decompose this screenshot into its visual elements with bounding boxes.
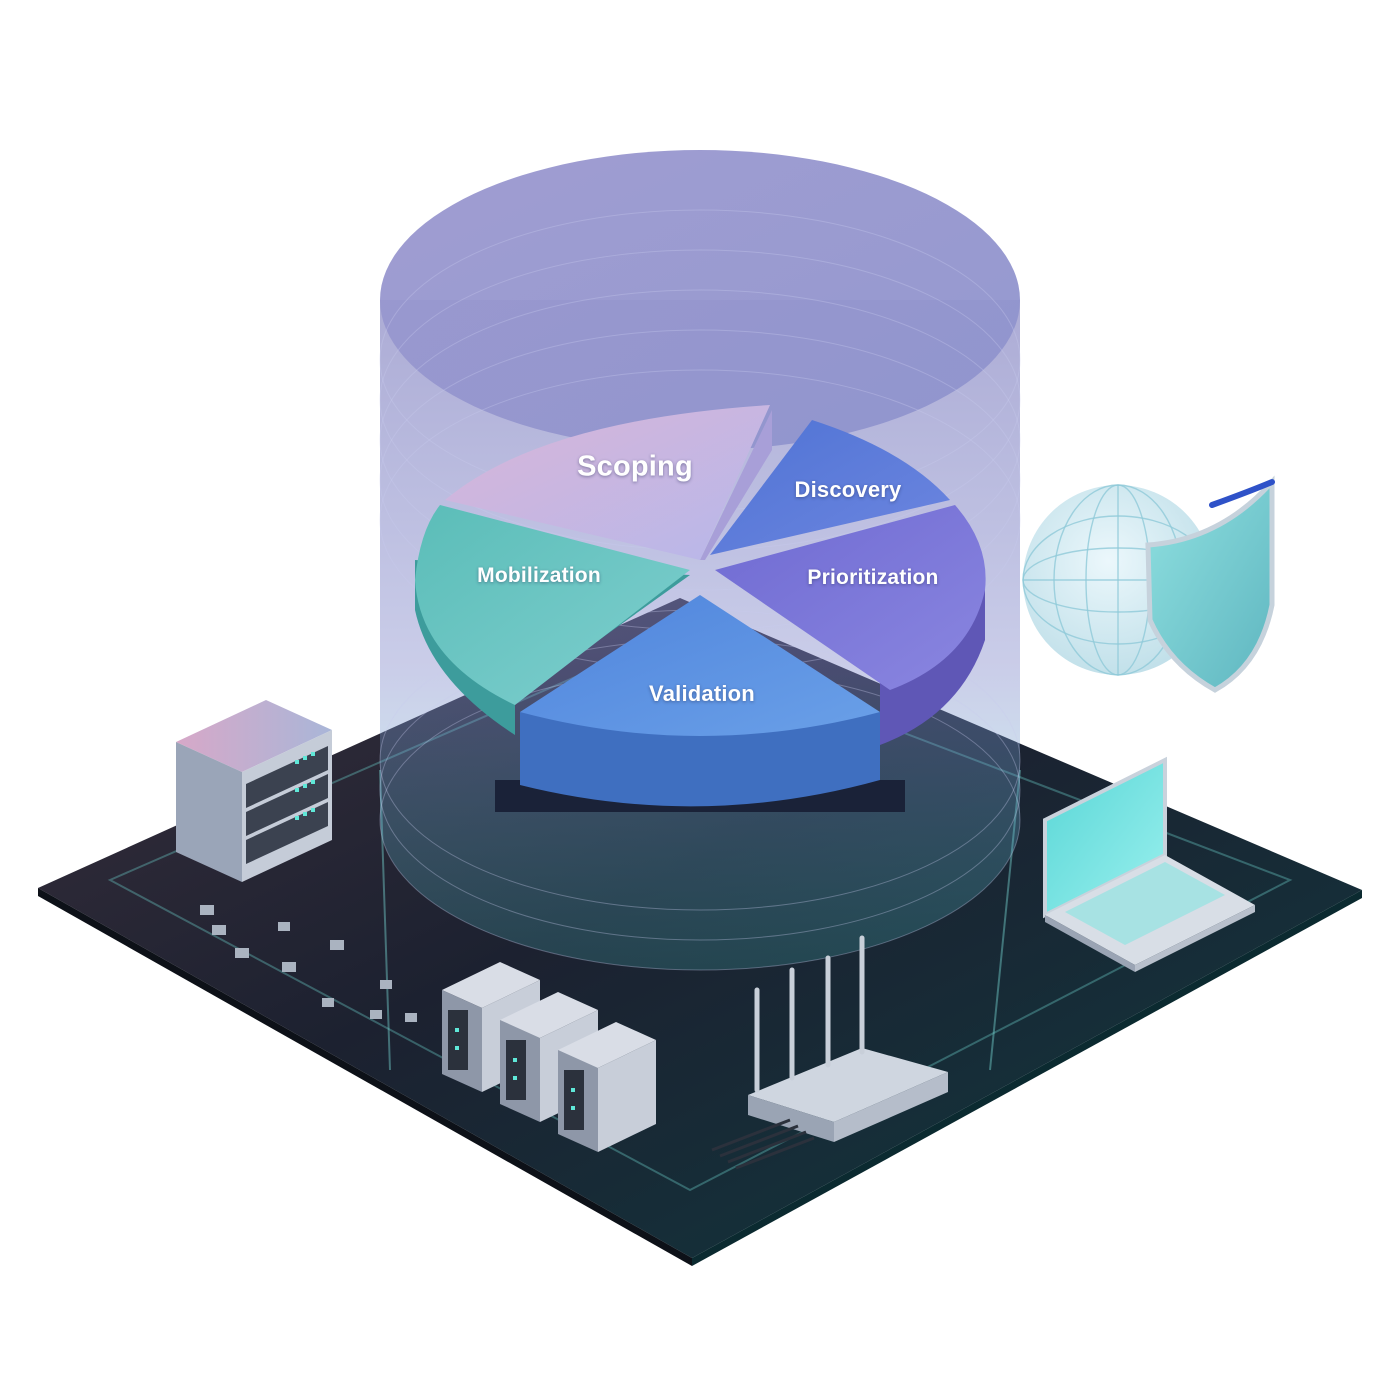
pie-slice-scoping-side [700,410,772,560]
pie-chart [415,405,986,807]
laptop-icon [1043,756,1255,972]
pie-slice-validation [520,595,880,736]
pie-slice-validation-side [520,712,880,807]
pie-slice-discovery [710,420,950,555]
pie-slice-prioritization [715,505,986,690]
wifi-router-icon [711,935,948,1170]
server-cluster-icon [442,962,656,1152]
scattered-cubes [200,905,417,1022]
globe-shield-icon [1022,475,1275,693]
pie-slice-mobilization [415,505,690,705]
pie-slice-scoping [445,405,770,560]
server-stack-icon [176,700,332,882]
